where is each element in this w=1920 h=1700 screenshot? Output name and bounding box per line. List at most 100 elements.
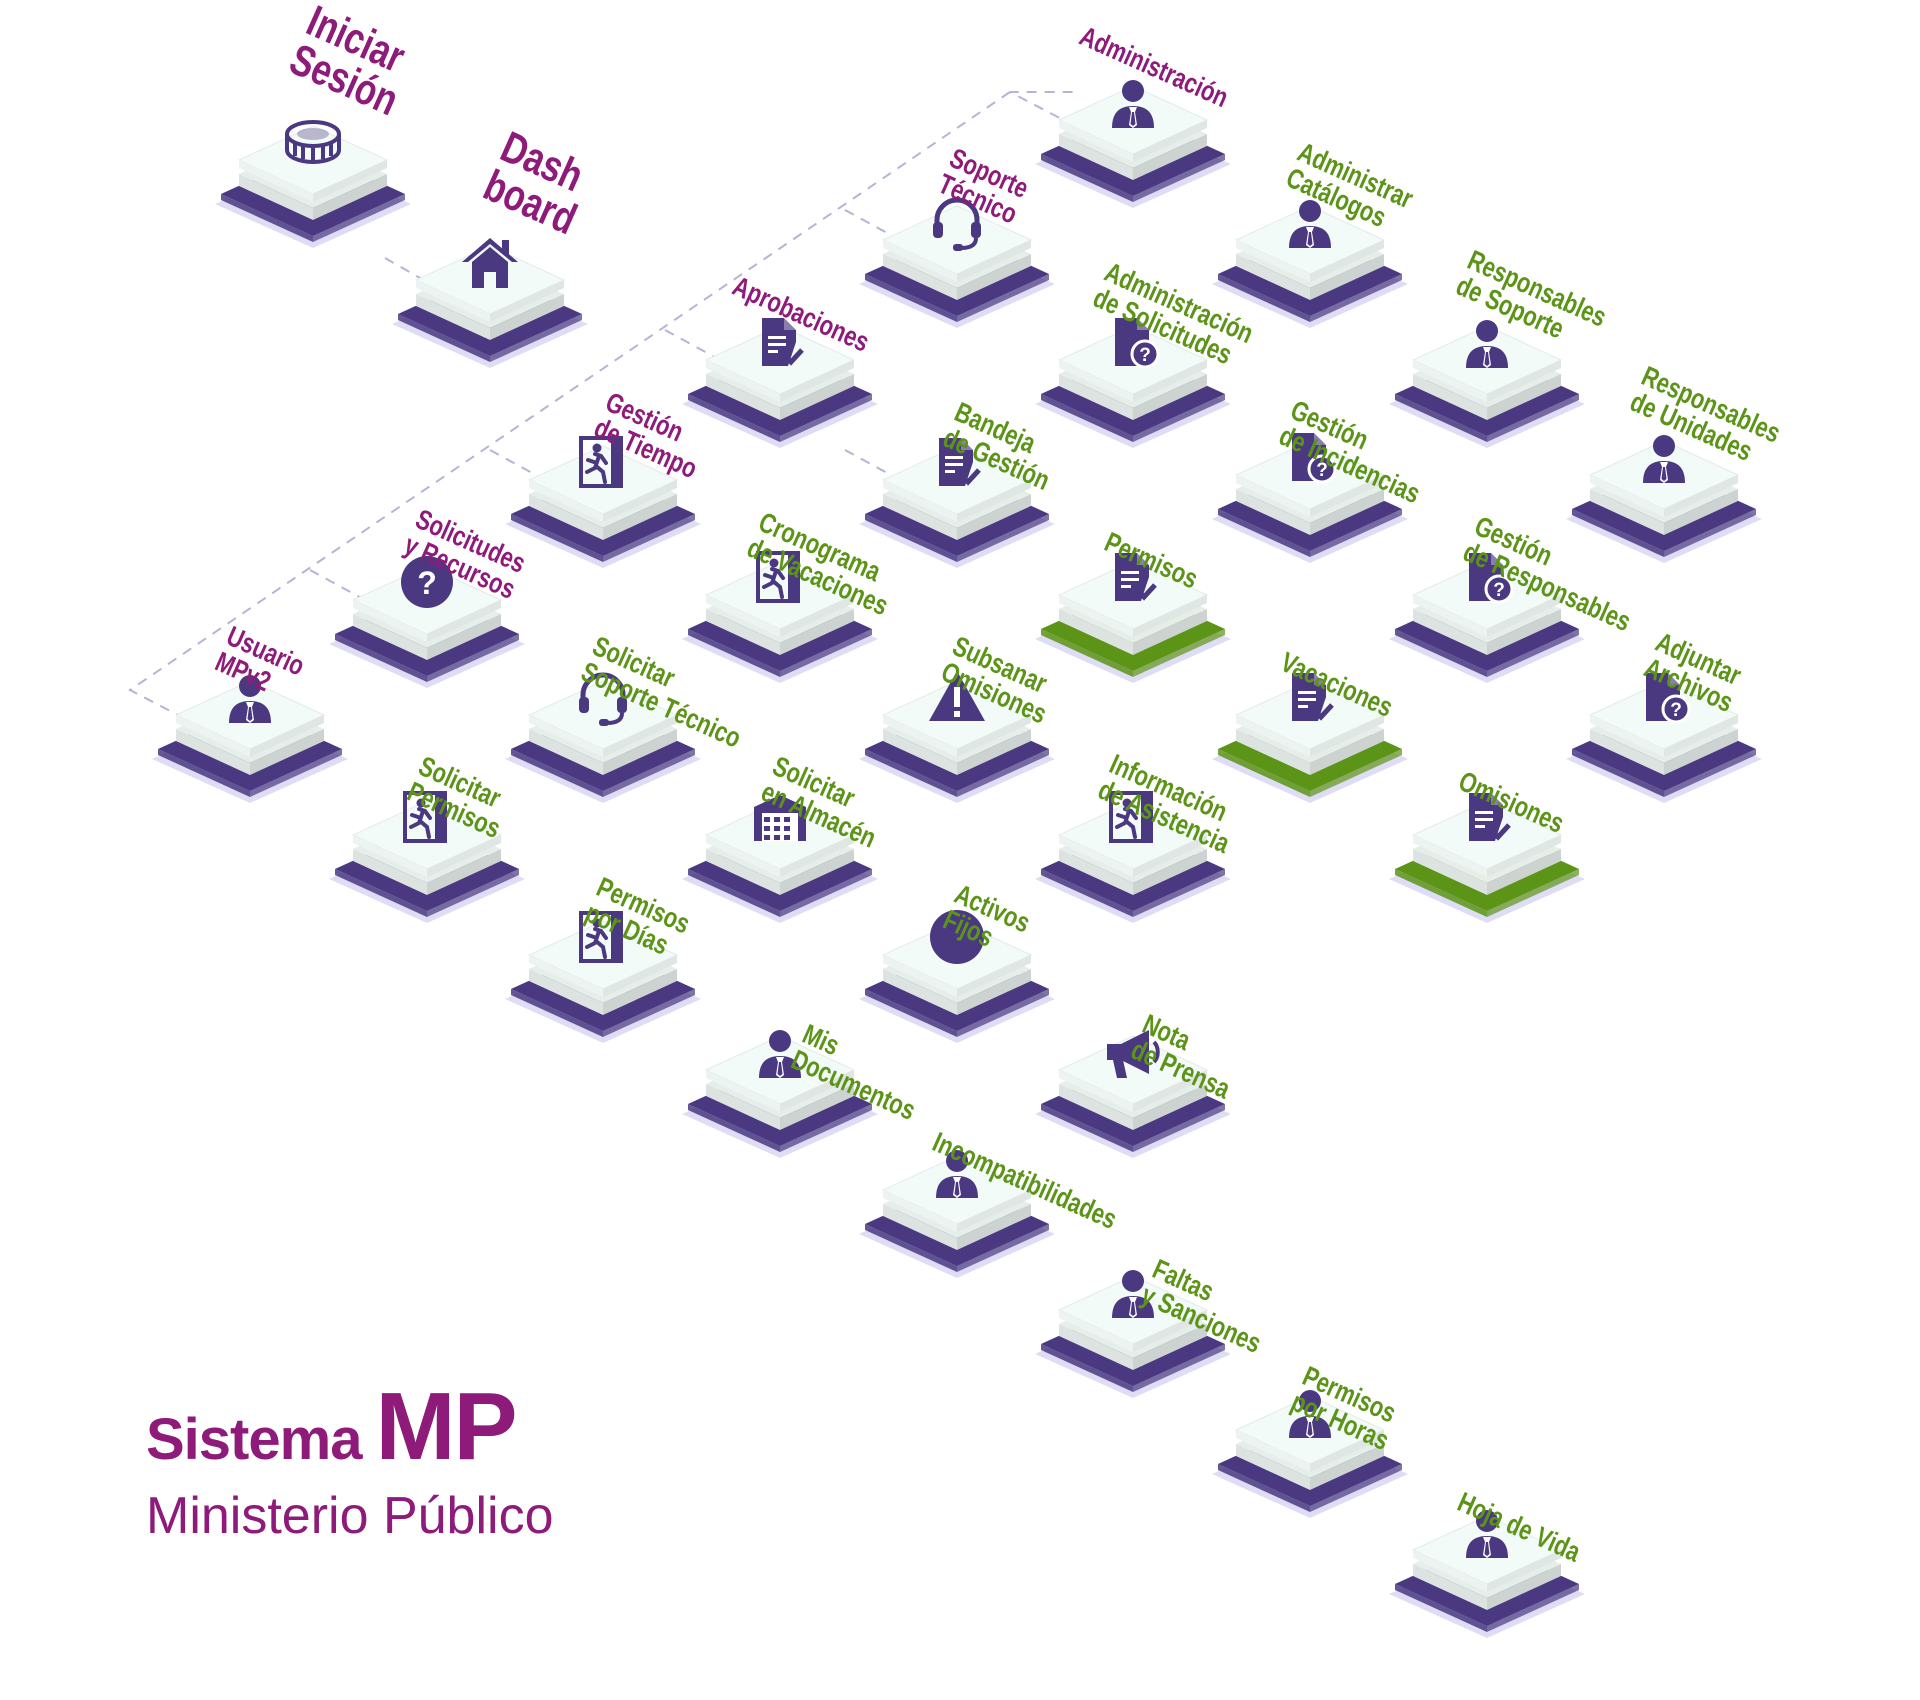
node-permhoras[interactable] [1210,1362,1410,1532]
tile-graphic [1212,680,1408,803]
svg-text:?: ? [1139,345,1151,366]
node-omisiones[interactable] [1387,767,1587,937]
exit-door-icon [750,547,810,607]
node-admsol[interactable]: ? [1033,292,1233,462]
document-check-icon [1457,787,1517,847]
node-permdias[interactable] [503,887,703,1057]
connector-line [128,91,1011,725]
exit-door-icon [1103,787,1163,847]
node-gresp[interactable]: ? [1387,527,1587,697]
tile-graphic [1035,325,1231,448]
file-question-icon: ? [1634,667,1694,727]
person-icon [1103,72,1163,132]
brand-subtitle: Ministerio Público [146,1487,554,1545]
brand-word-mp: MP [375,1373,517,1480]
svg-text:?: ? [1670,700,1682,721]
node-admcat[interactable] [1210,172,1410,342]
tile-graphic [1212,205,1408,328]
node-respsop[interactable] [1387,292,1587,462]
node-cronograma[interactable] [680,527,880,697]
tile-graphic [859,920,1055,1043]
node-iniciar[interactable] [213,92,413,262]
document-check-icon [927,432,987,492]
node-bandeja[interactable] [857,412,1057,582]
tile-graphic [1212,440,1408,563]
stadium-icon [283,112,343,172]
person-icon [1280,192,1340,252]
tile-graphic [682,560,878,683]
brand-word-sistema: Sistema [146,1407,362,1472]
svg-text:?: ? [1493,580,1505,601]
file-question-icon: ? [1280,427,1340,487]
exit-door-icon [397,787,457,847]
node-subsanar[interactable] [857,647,1057,817]
tile-graphic [505,445,701,568]
node-admin[interactable] [1033,52,1233,222]
tile-graphic [859,680,1055,803]
node-vacaciones[interactable] [1210,647,1410,817]
tile-graphic [329,800,525,923]
person-icon [1634,427,1694,487]
node-activos[interactable] [857,887,1057,1057]
node-solsop[interactable] [503,647,703,817]
svg-text:?: ? [417,565,437,601]
tile-graphic [215,125,411,248]
svg-text:?: ? [1316,460,1328,481]
tile-graphic [1035,1035,1231,1158]
node-nota[interactable] [1033,1002,1233,1172]
person-icon [1103,1262,1163,1322]
node-faltas[interactable] [1033,1242,1233,1412]
person-icon [220,667,280,727]
tile-graphic [1389,560,1585,683]
node-misdocs[interactable] [680,1002,880,1172]
tile-graphic [1389,325,1585,448]
tile-graphic [329,565,525,688]
megaphone-icon [1103,1022,1163,1082]
tile-graphic [859,445,1055,568]
warning-icon [927,667,987,727]
exit-door-icon [573,907,633,967]
tile-graphic [1566,680,1762,803]
node-infoasis[interactable] [1033,767,1233,937]
headset-icon [927,192,987,252]
tile-graphic [1035,1275,1231,1398]
tile-graphic [682,325,878,448]
node-soporte[interactable] [857,172,1057,342]
question-circle-icon: ? [397,552,457,612]
tile-graphic [682,800,878,923]
tile-graphic [1566,440,1762,563]
tile-graphic [859,205,1055,328]
circle-icon [927,907,987,967]
node-usuario[interactable] [150,647,350,817]
node-adjuntar[interactable]: ? [1564,647,1764,817]
tile-graphic [682,1035,878,1158]
person-icon [927,1142,987,1202]
document-check-icon [750,312,810,372]
tile-graphic [1212,1395,1408,1518]
node-solrec[interactable]: ? [327,532,527,702]
person-icon [750,1022,810,1082]
node-solperm[interactable] [327,767,527,937]
node-aprob[interactable] [680,292,880,462]
tile-graphic [392,245,588,368]
tile-graphic [859,1155,1055,1278]
person-icon [1457,312,1517,372]
file-question-icon: ? [1457,547,1517,607]
exit-door-icon [573,432,633,492]
node-hoja[interactable] [1387,1482,1587,1652]
node-ginc[interactable]: ? [1210,407,1410,577]
node-solalm[interactable] [680,767,880,937]
warehouse-icon [750,787,810,847]
file-question-icon: ? [1103,312,1163,372]
node-incompat[interactable] [857,1122,1057,1292]
node-respuni[interactable] [1564,407,1764,577]
headset-icon [573,667,633,727]
node-permisos[interactable] [1033,527,1233,697]
node-gtiempo[interactable] [503,412,703,582]
house-icon [460,232,520,292]
tile-graphic [505,680,701,803]
node-dashboard[interactable] [390,212,590,382]
